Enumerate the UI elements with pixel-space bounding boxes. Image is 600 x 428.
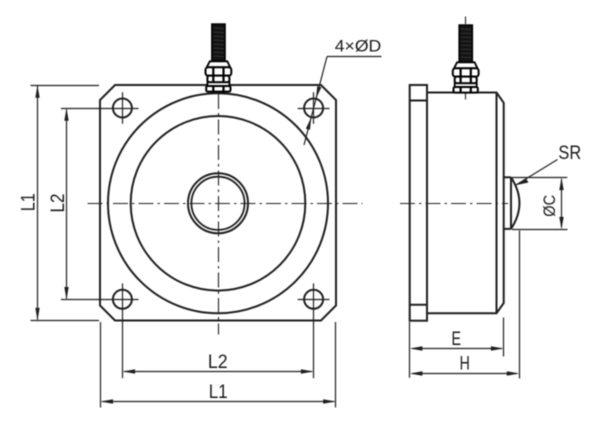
svg-text:4×ØD: 4×ØD [335, 36, 382, 55]
svg-text:ØC: ØC [541, 195, 559, 217]
svg-text:SR: SR [558, 142, 581, 164]
svg-text:L2: L2 [208, 351, 228, 373]
svg-text:E: E [452, 328, 462, 350]
svg-text:L1: L1 [17, 193, 39, 211]
svg-text:L2: L2 [47, 194, 69, 213]
svg-text:H: H [460, 352, 470, 374]
svg-text:L1: L1 [209, 381, 228, 403]
